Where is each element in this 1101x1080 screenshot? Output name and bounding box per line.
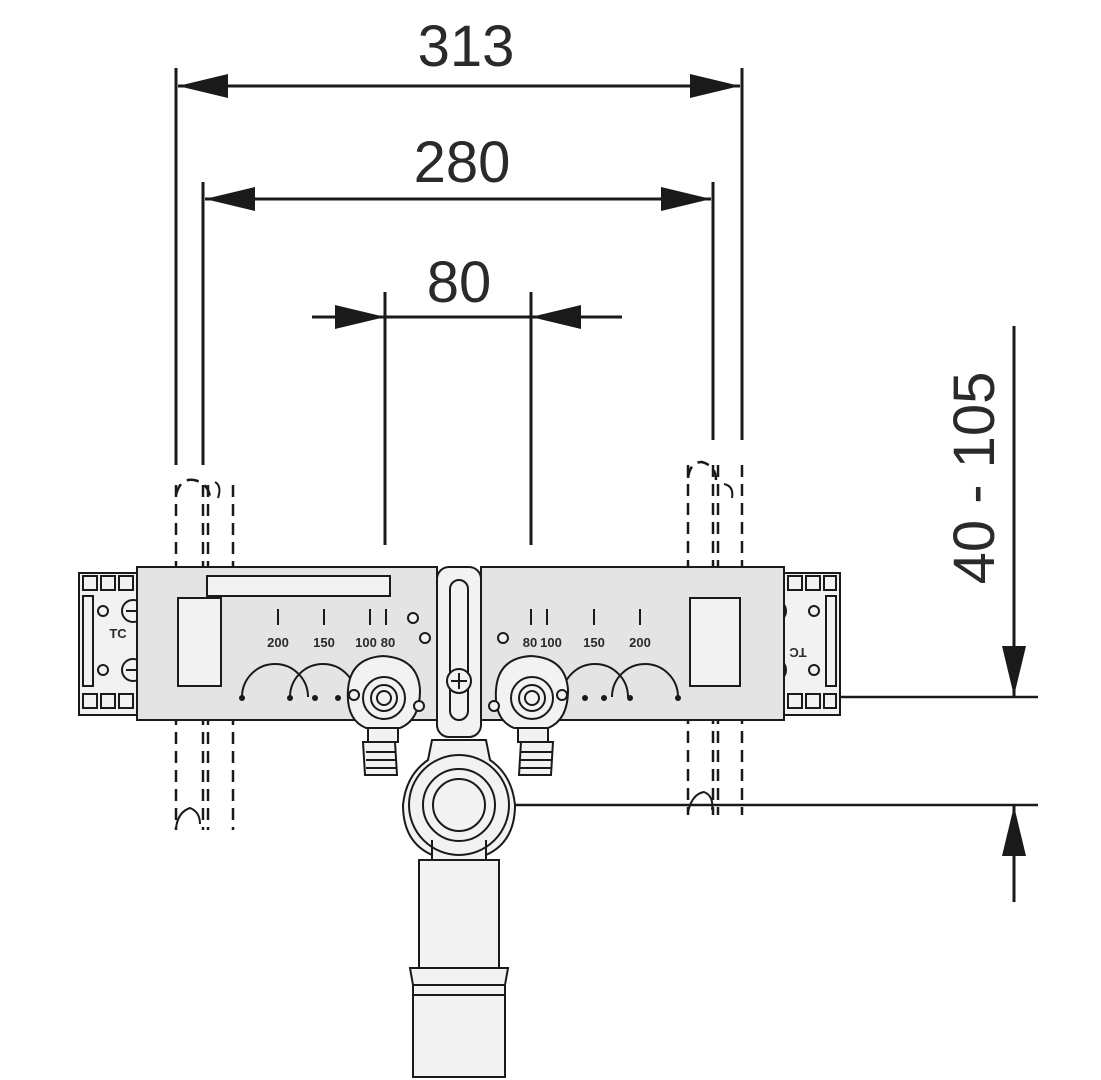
- scale-label: 80: [523, 635, 537, 650]
- scale-label: 100: [540, 635, 562, 650]
- dimension-80: 80: [312, 250, 622, 545]
- dimension-280: 280: [201, 130, 715, 465]
- scale-label: 100: [355, 635, 377, 650]
- brand-mark-right: TC: [789, 645, 807, 660]
- scale-label: 200: [267, 635, 289, 650]
- dimension-313: 313: [174, 14, 744, 465]
- scale-labels-right: 80 100 150 200: [523, 635, 651, 650]
- scale-labels-left: 200 150 100 80: [267, 635, 395, 650]
- drain-elbow: [401, 739, 517, 861]
- drain-pipe: [408, 859, 510, 1078]
- valve-outlet-right: [488, 654, 570, 776]
- valve-outlet-left: [346, 654, 425, 776]
- mounting-plate: [136, 566, 785, 721]
- scale-label: 80: [381, 635, 395, 650]
- dimension-depth-label: 40 - 105: [942, 372, 1007, 585]
- scale-label: 150: [583, 635, 605, 650]
- dimension-80-label: 80: [427, 250, 492, 315]
- scale-label: 150: [313, 635, 335, 650]
- dimension-280-label: 280: [414, 130, 511, 195]
- dimension-313-label: 313: [418, 14, 515, 79]
- brand-mark-left: TC: [109, 626, 127, 641]
- central-slide-bar: [436, 566, 482, 738]
- scale-label: 200: [629, 635, 651, 650]
